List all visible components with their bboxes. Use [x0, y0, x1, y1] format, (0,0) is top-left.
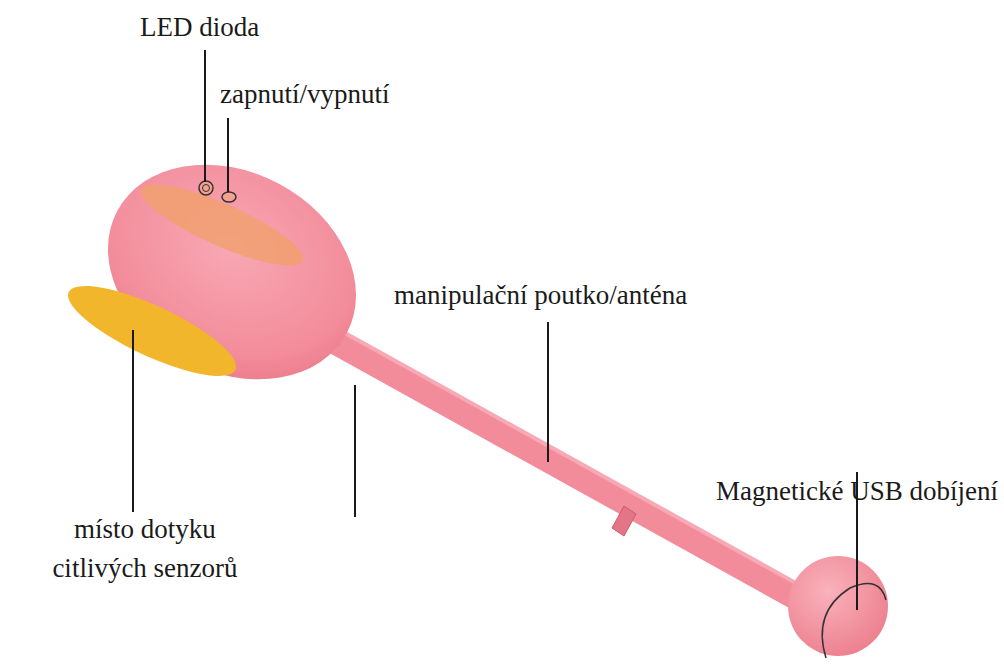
leader-lines: [133, 50, 857, 610]
sensor-patch: [133, 170, 311, 280]
part-label: zapnutí/vypnutí: [220, 75, 389, 114]
egg-body: [58, 123, 394, 422]
sensor-patch: [58, 269, 246, 392]
callout-label: místo dotyku citlivých senzorů: [30, 510, 260, 588]
part-label: manipulační poutko/anténa: [394, 276, 687, 315]
charging-ball: [788, 556, 888, 658]
part-label: Magnetické USB dobíjení: [716, 472, 998, 511]
antenna-loop: [300, 318, 812, 614]
power-button: [222, 192, 236, 202]
part-label: LED dioda: [140, 8, 259, 47]
led-diode: [199, 181, 213, 195]
usb-contact: [822, 584, 886, 658]
